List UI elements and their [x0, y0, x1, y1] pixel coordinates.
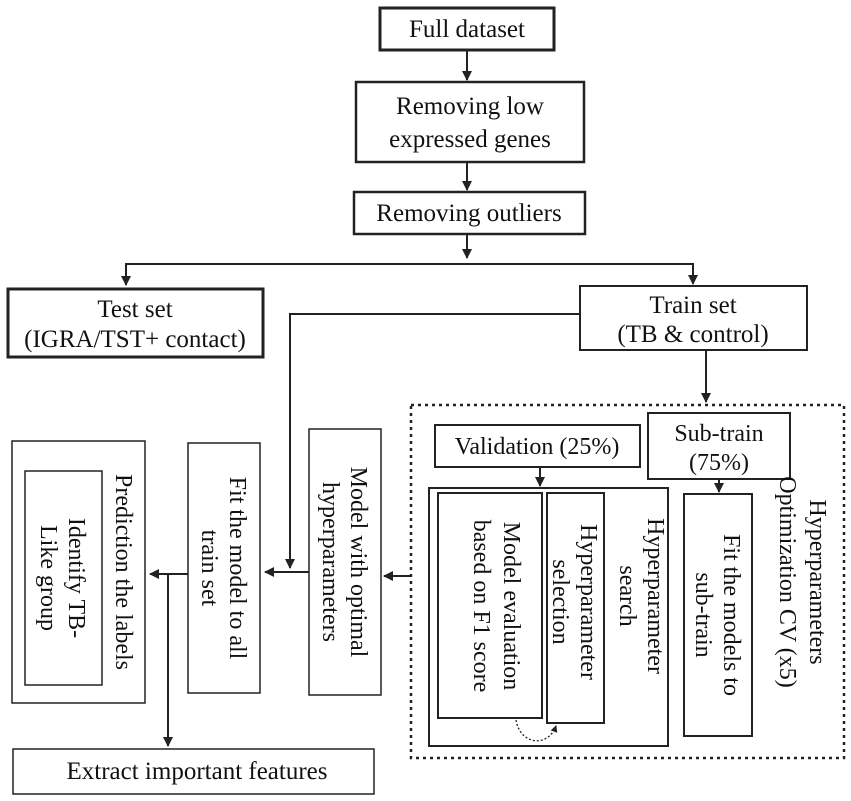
- validation-label: Validation (25%): [455, 434, 620, 460]
- hpo-cv-label: Hyperparameters Optimization CV (x5): [774, 476, 830, 688]
- train-set-node: Train set (TB & control): [579, 285, 808, 351]
- subtrain-label-line1: Sub-train: [674, 421, 763, 447]
- train-to-fitall-connector: [289, 313, 580, 564]
- identify-tb-like-node: Identify TB- Like group: [24, 470, 103, 686]
- fit-all-label-line2: train set: [196, 530, 222, 607]
- identify-label-line1: Identify TB-: [63, 518, 89, 638]
- hp-selection-label-line2: selection: [547, 559, 573, 644]
- hpo-label-line1: Hyperparameters: [804, 499, 830, 664]
- model-eval-label-line1: Model evaluation: [498, 522, 524, 691]
- train-set-label-line1: Train set: [649, 292, 736, 319]
- hp-search-label-line1: Hyperparameter: [642, 518, 668, 674]
- extract-features-node: Extract important features: [12, 748, 375, 795]
- fit-all-label-line1: Fit the model to all: [224, 477, 250, 660]
- model-optimal-label-line1: Model with optimal: [345, 467, 371, 658]
- extract-features-label: Extract important features: [67, 758, 328, 785]
- test-set-label-line1: Test set: [97, 296, 172, 323]
- removing-outliers-node: Removing outliers: [352, 190, 587, 236]
- hp-selection-label-line1: Hyperparameter: [575, 524, 601, 680]
- validation-node: Validation (25%): [434, 424, 641, 468]
- model-optimal-label-line2: hyperparameters: [317, 482, 343, 642]
- removing-low-label-line2: expressed genes: [389, 126, 551, 153]
- split-connector: [125, 263, 694, 280]
- removing-low-label-line1: Removing low: [396, 93, 544, 120]
- fit-models-label-line1: Fit the models to: [718, 534, 744, 696]
- fit-models-subtrain-node: Fit the models to sub-train: [683, 493, 753, 737]
- model-optimal-node: Model with optimal hyperparameters: [308, 428, 382, 696]
- full-dataset-node: Full dataset: [378, 6, 556, 52]
- hyperparameter-selection-node: Hyperparameter selection: [546, 492, 605, 724]
- full-dataset-label: Full dataset: [409, 16, 525, 43]
- train-set-label-line2: (TB & control): [617, 321, 768, 348]
- test-set-label-line2: (IGRA/TST+ contact): [24, 326, 246, 353]
- hp-search-label-line2: search: [614, 565, 640, 626]
- fit-all-train-node: Fit the model to all train set: [187, 442, 261, 694]
- removing-outliers-label: Removing outliers: [376, 200, 561, 227]
- prediction-label: Prediction the labels: [110, 474, 136, 670]
- test-set-node: Test set (IGRA/TST+ contact): [6, 287, 265, 359]
- subtrain-node: Sub-train (75%): [647, 412, 791, 480]
- model-eval-label-line2: based on F1 score: [468, 520, 494, 693]
- hpo-label-line2: Optimization CV (x5): [774, 476, 800, 688]
- fit-models-label-line2: sub-train: [690, 572, 716, 657]
- model-evaluation-node: Model evaluation based on F1 score: [437, 492, 543, 719]
- identify-label-line2: Like group: [35, 525, 61, 631]
- removing-low-expressed-node: Removing low expressed genes: [354, 80, 586, 164]
- cv-dashed-container: [409, 403, 846, 760]
- subtrain-label-line2: (75%): [689, 450, 749, 476]
- dotted-eval-to-selection-arrow: [515, 719, 558, 742]
